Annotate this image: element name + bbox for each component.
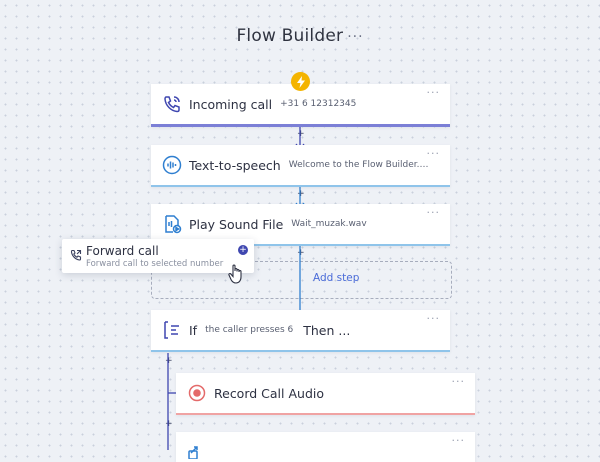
add-step-plus[interactable]: +: [297, 189, 305, 199]
dragged-forward-call-card[interactable]: Forward call Forward call to selected nu…: [62, 239, 254, 273]
add-step-plus[interactable]: +: [165, 419, 173, 429]
add-plus-icon[interactable]: +: [238, 245, 248, 255]
step-label: Text-to-speech: [189, 157, 281, 173]
step-phone-number: +31 6 12312345: [280, 99, 357, 109]
if-condition-text: the caller presses 6: [205, 325, 294, 335]
step-label: Incoming call: [189, 96, 273, 112]
step-sound-filename: Wait_muzak.wav: [291, 219, 367, 229]
add-step-plus[interactable]: +: [297, 129, 305, 139]
title-more-button[interactable]: ···: [347, 29, 364, 45]
record-icon: [186, 382, 208, 404]
step-icon: [186, 438, 208, 460]
branch-condition-icon: [161, 319, 183, 341]
card-menu-button[interactable]: ···: [426, 206, 440, 219]
step-text-to-speech[interactable]: Text-to-speech Welcome to the Flow Build…: [151, 145, 450, 187]
step-incoming-call[interactable]: Incoming call +31 6 12312345 ···: [151, 84, 450, 127]
add-step-plus[interactable]: +: [297, 248, 305, 258]
step-label: If: [189, 322, 198, 338]
card-menu-button[interactable]: ···: [426, 86, 440, 99]
add-step-plus[interactable]: +: [165, 356, 173, 366]
step-label: Play Sound File: [189, 216, 284, 232]
if-then-label: Then ...: [303, 322, 351, 338]
sound-file-icon: [161, 213, 183, 235]
speech-wave-icon: [161, 154, 183, 176]
step-if-condition[interactable]: If the caller presses 6 Then ... ···: [151, 310, 450, 352]
drag-card-subtitle: Forward call to selected number: [86, 259, 224, 269]
step-tts-preview: Welcome to the Flow Builder. To...: [288, 160, 429, 170]
phone-call-icon: [161, 93, 183, 115]
step-record-call-audio[interactable]: Record Call Audio ···: [176, 373, 475, 415]
card-menu-button[interactable]: ···: [451, 375, 465, 388]
drag-card-title: Forward call: [86, 244, 159, 258]
grab-cursor-icon: [228, 263, 246, 289]
add-step-dropzone[interactable]: [151, 261, 452, 299]
page-title: Flow Builder: [236, 26, 344, 46]
forward-call-icon: [70, 246, 82, 265]
card-menu-button[interactable]: ···: [451, 434, 465, 447]
add-step-label[interactable]: Add step: [313, 272, 360, 284]
card-menu-button[interactable]: ···: [426, 147, 440, 160]
step-next-partial[interactable]: ···: [176, 432, 475, 462]
trigger-bolt-icon: [291, 72, 310, 91]
card-menu-button[interactable]: ···: [426, 312, 440, 325]
step-label: Record Call Audio: [214, 385, 324, 401]
page-header: Flow Builder···: [0, 26, 600, 46]
